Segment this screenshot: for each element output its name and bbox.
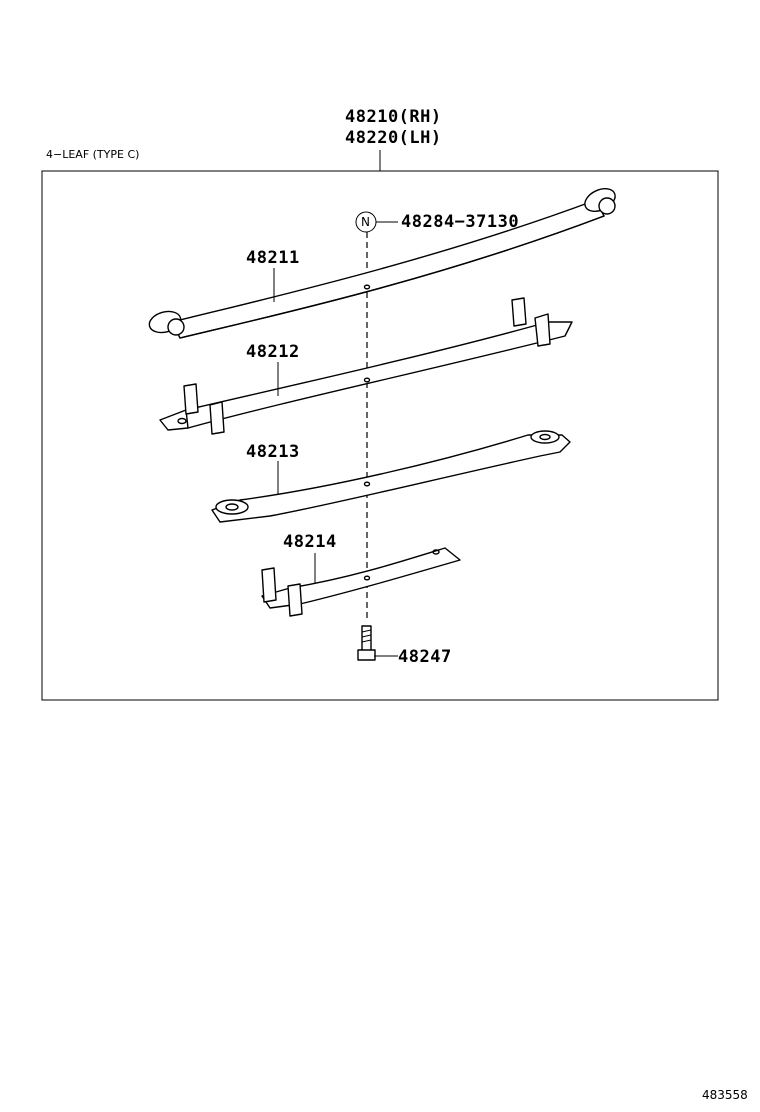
note-symbol: N: [361, 215, 370, 229]
figure-id: 483558: [702, 1088, 748, 1102]
assembly-frame: [41, 170, 719, 701]
assembly-part-lh: 48220(LH): [345, 128, 442, 148]
frame-caption: 4−LEAF (TYPE C): [46, 148, 140, 161]
leaf-48211-shape: [148, 187, 616, 339]
leaf-48214-shape: [261, 547, 461, 617]
note-symbol-circle: [355, 211, 377, 233]
note-part-label: 48284−37130: [401, 212, 520, 232]
part-label-48211: 48211: [246, 248, 300, 268]
assembly-part-rh: 48210(RH): [345, 107, 442, 127]
leaf-48213-shape: [211, 430, 571, 523]
part-label-48212: 48212: [246, 342, 300, 362]
leaf-48212-shape: [159, 297, 573, 435]
part-label-48247: 48247: [398, 647, 452, 667]
bolt-48247-shape: [357, 625, 376, 661]
part-label-48213: 48213: [246, 442, 300, 462]
part-label-48214: 48214: [283, 532, 337, 552]
